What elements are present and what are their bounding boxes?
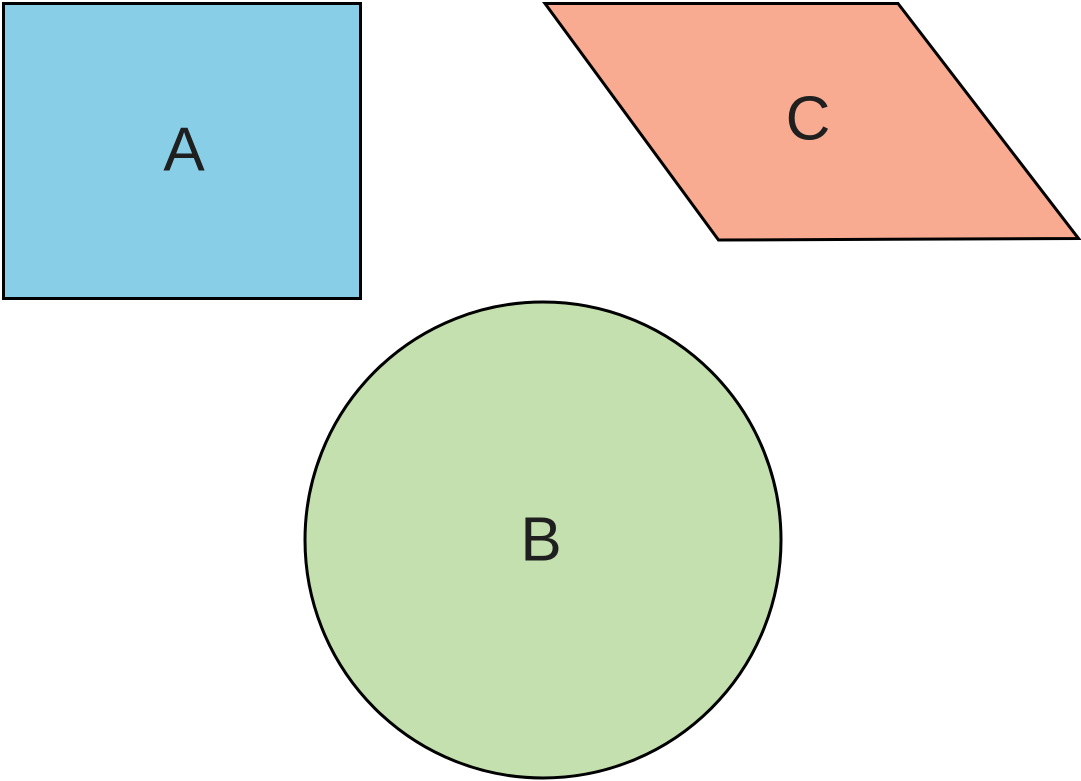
parallelogram-shape-c	[542, 1, 1081, 242]
circle-shape-b	[303, 300, 783, 780]
rectangle-shape-a	[2, 2, 362, 300]
parallelogram-label: C	[786, 85, 831, 154]
circle-label: B	[520, 506, 561, 575]
rectangle-label: A	[163, 116, 205, 185]
